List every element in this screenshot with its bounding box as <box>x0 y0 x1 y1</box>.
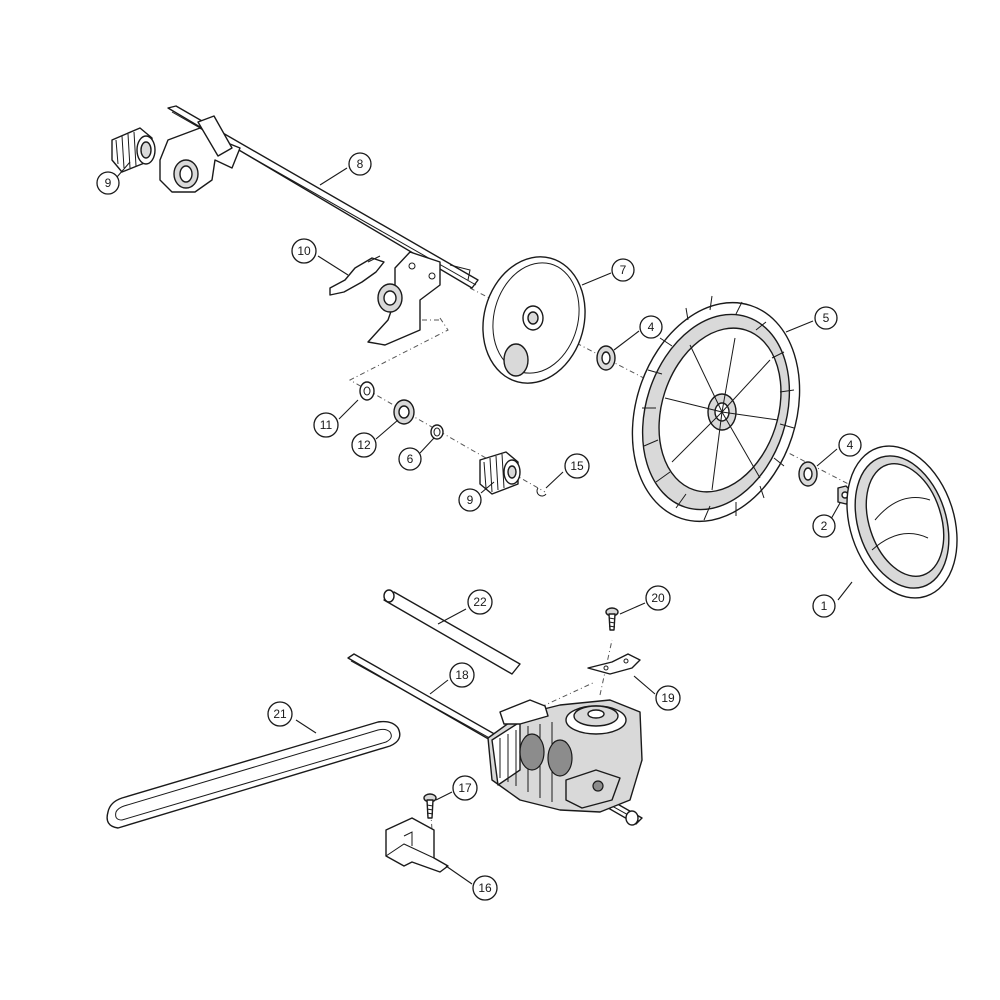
callout-7: 7 <box>611 258 635 282</box>
part-4-bearing-upper <box>596 345 616 371</box>
callout-label: 18 <box>455 668 469 682</box>
callout-label: 9 <box>467 493 474 507</box>
callout-15: 15 <box>564 453 590 479</box>
callout-label: 19 <box>661 691 675 705</box>
callout-label: 8 <box>357 157 364 171</box>
part-12-bearing <box>393 399 415 425</box>
callout-4-upper: 4 <box>639 315 663 339</box>
callout-label: 11 <box>320 418 333 432</box>
callout-4-lower: 4 <box>838 433 862 457</box>
part-20-screw <box>605 607 619 631</box>
callout-8: 8 <box>348 152 372 176</box>
callout-12: 12 <box>351 432 377 458</box>
callout-5: 5 <box>814 306 838 330</box>
callout-label: 2 <box>821 519 828 533</box>
callout-18: 18 <box>449 662 475 688</box>
callout-1: 1 <box>812 594 836 618</box>
part-11-washer <box>359 381 375 401</box>
callout-label: 9 <box>105 176 112 190</box>
leader-lines <box>116 161 853 885</box>
part-4-bearing-lower <box>798 461 818 487</box>
callout-17: 17 <box>452 775 478 801</box>
callout-label: 16 <box>478 881 492 895</box>
part-8-axle-assembly <box>159 105 479 346</box>
part-17-screw <box>423 793 437 819</box>
part-22-rod <box>383 589 521 675</box>
callout-9: 9 <box>96 171 120 195</box>
part-6-ring <box>430 424 444 440</box>
part-16-bracket <box>385 817 449 873</box>
part-9-pinion-top <box>111 127 156 173</box>
part-9-pinion-lower <box>479 451 521 495</box>
gearbox-assembly <box>487 699 643 813</box>
callout-label: 7 <box>620 263 627 277</box>
part-10-lever <box>329 255 385 296</box>
part-7-cover-disc <box>482 256 586 384</box>
callout-22: 22 <box>467 589 493 615</box>
callout-2: 2 <box>812 514 836 538</box>
callout-11: 11 <box>313 412 339 438</box>
callout-21: 21 <box>267 701 293 727</box>
callout-9-lower: 9 <box>458 488 482 512</box>
part-19-plate <box>587 653 641 675</box>
callout-label: 5 <box>823 311 830 325</box>
callout-6: 6 <box>398 447 422 471</box>
callout-label: 22 <box>473 595 487 609</box>
callout-10: 10 <box>291 238 317 264</box>
callout-20: 20 <box>645 585 671 611</box>
part-5-wheel <box>631 295 801 523</box>
callout-19: 19 <box>655 685 681 711</box>
callout-label: 21 <box>273 707 287 721</box>
part-21-belt <box>106 720 401 829</box>
callout-label: 6 <box>407 452 414 466</box>
callout-label: 17 <box>458 781 472 795</box>
callout-label: 15 <box>570 459 584 473</box>
callout-label: 12 <box>357 438 371 452</box>
callout-label: 10 <box>297 244 311 258</box>
callout-label: 1 <box>821 599 828 613</box>
callout-label: 20 <box>651 591 665 605</box>
callout-label: 4 <box>648 320 655 334</box>
part-1-hubcap <box>846 445 958 599</box>
callout-16: 16 <box>472 875 498 901</box>
callout-label: 4 <box>847 438 854 452</box>
part-15-clip <box>536 487 547 497</box>
